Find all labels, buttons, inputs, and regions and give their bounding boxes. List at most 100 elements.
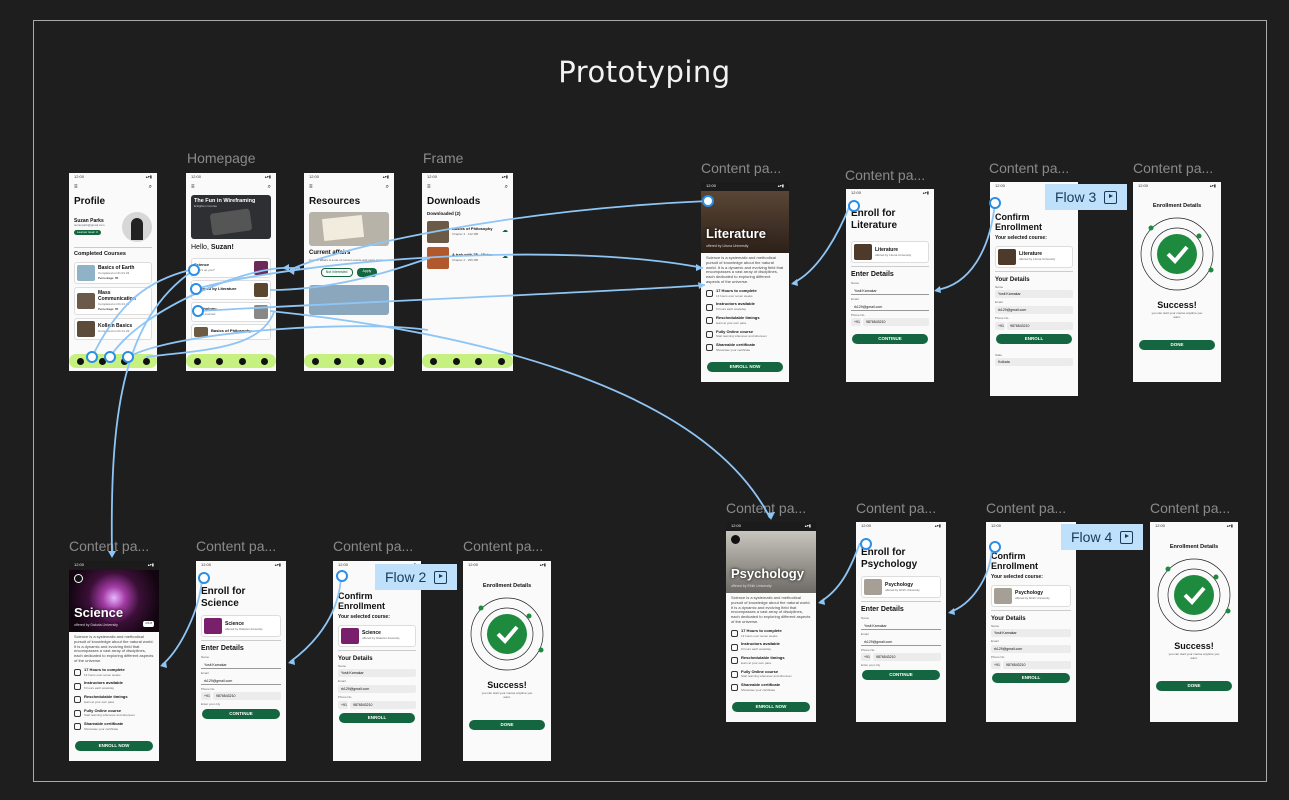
name-field: Yosit Karnakar — [995, 290, 1073, 299]
name-field[interactable]: Yosit Karnakar — [861, 622, 941, 630]
frame-label-content: Content pa... — [1133, 160, 1214, 176]
hotspot[interactable] — [989, 541, 1001, 553]
back-icon[interactable] — [74, 574, 83, 583]
home-icon[interactable] — [193, 357, 201, 365]
flow-label: Flow 4 — [1071, 529, 1113, 545]
email-field[interactable]: rk129@gmail.com — [861, 638, 941, 646]
psychology-content-screen: 12:00▴▾▮ Psychology offered by Elnih Uni… — [726, 522, 816, 722]
continue-button[interactable]: CONTINUE — [202, 708, 280, 719]
profile-icon[interactable] — [379, 357, 387, 365]
done-button[interactable]: DONE — [469, 719, 545, 730]
menu-icon[interactable]: ≡ — [427, 184, 431, 190]
frame-label-content: Content pa... — [986, 500, 1067, 516]
hotspot[interactable] — [198, 572, 210, 584]
done-button[interactable]: DONE — [1139, 339, 1215, 350]
hotspot[interactable] — [702, 195, 714, 207]
profile-icon[interactable] — [261, 357, 269, 365]
phone-code[interactable]: +91 — [861, 653, 871, 662]
explore-icon[interactable] — [98, 357, 106, 365]
search-icon[interactable]: ⌕ — [385, 184, 389, 190]
resources-title: Resources — [309, 196, 361, 208]
enroll-button[interactable]: ENROLL — [992, 672, 1070, 683]
name-field[interactable]: Yosit Karnakar — [201, 661, 281, 669]
enroll-button[interactable]: ENROLL — [996, 333, 1072, 344]
profile-icon[interactable] — [142, 357, 150, 365]
back-icon[interactable] — [731, 535, 740, 544]
hotspot[interactable] — [860, 538, 872, 550]
bottom-nav — [422, 354, 513, 368]
flow-badge[interactable]: Flow 3 — [1045, 184, 1128, 210]
download-icon[interactable] — [475, 357, 483, 365]
featured-banner[interactable]: The Fun in Wireframing Enlighten Course — [191, 195, 271, 240]
search-icon[interactable]: ⌕ — [148, 184, 152, 190]
state-field[interactable]: Kolkata — [995, 358, 1073, 367]
apply-button[interactable]: Apply — [356, 268, 378, 277]
phone-code[interactable]: +91 — [851, 318, 861, 327]
success-check-icon — [1157, 558, 1231, 631]
phone-field[interactable]: 9876543210 — [863, 318, 929, 327]
explore-icon[interactable] — [216, 357, 224, 365]
success-science-screen: 12:00▴▾▮ Enrollment Details Success! you… — [463, 561, 551, 761]
item-meta: Chapter 2 · 256 MB — [452, 258, 479, 263]
phone-field[interactable]: 9876543210 — [213, 692, 281, 701]
status-time: 12:00 — [731, 523, 742, 529]
not-interested-button[interactable]: Not interested — [320, 268, 353, 277]
email-field[interactable]: rk129@gmail.com — [851, 303, 929, 311]
menu-icon[interactable]: ≡ — [74, 184, 78, 190]
enroll-now-button[interactable]: ENROLL NOW — [732, 702, 810, 712]
enroll-now-button[interactable]: ENROLL NOW — [707, 362, 783, 372]
enroll-button[interactable]: ENROLL — [339, 712, 415, 723]
name-field[interactable]: Yosit Karnakar — [851, 287, 929, 295]
literature-content-screen: 12:00▴▾▮ Literature offered by Lituna Un… — [701, 182, 789, 382]
search-icon[interactable]: ⌕ — [267, 184, 271, 190]
download-icon[interactable] — [356, 357, 364, 365]
frame-label-frame: Frame — [423, 150, 464, 166]
continue-button[interactable]: CONTINUE — [852, 334, 928, 345]
search-icon[interactable]: ⌕ — [504, 184, 508, 190]
menu-icon[interactable]: ≡ — [309, 184, 313, 190]
home-icon[interactable] — [429, 357, 437, 365]
your-details-heading: Your Details — [338, 655, 373, 662]
hotspot[interactable] — [336, 570, 348, 582]
hotspot[interactable] — [192, 305, 204, 317]
explore-icon[interactable] — [334, 357, 342, 365]
status-time: 12:00 — [468, 562, 479, 568]
flow-badge[interactable]: Flow 2 — [375, 564, 458, 590]
enroll-now-button[interactable]: ENROLL NOW — [75, 741, 153, 751]
download-icon[interactable] — [238, 357, 246, 365]
hotspot[interactable] — [848, 200, 860, 212]
email-field[interactable]: rk129@gmail.com — [201, 677, 281, 685]
flow-badge[interactable]: Flow 4 — [1061, 524, 1144, 550]
home-icon[interactable] — [76, 357, 84, 365]
hotspot[interactable] — [122, 351, 134, 363]
greeting: Hello, Suzan! — [191, 244, 234, 252]
calendar-icon — [706, 317, 713, 325]
course-sub: Completed on 01.01.23 — [98, 271, 130, 276]
course-title: Science — [74, 605, 124, 621]
hourglass-icon — [731, 630, 738, 638]
home-icon[interactable] — [311, 357, 319, 365]
item-meta: Chapter 3 · 142 MB — [452, 232, 479, 237]
download-count: Downloaded (2) — [427, 210, 461, 216]
hotspot[interactable] — [188, 264, 200, 276]
hotspot[interactable] — [86, 351, 98, 363]
menu-icon[interactable]: ≡ — [191, 184, 195, 190]
phone-field[interactable]: 9876543210 — [873, 653, 941, 662]
status-time: 12:00 — [74, 174, 85, 180]
done-button[interactable]: DONE — [1156, 680, 1232, 691]
continue-button[interactable]: CONTINUE — [862, 669, 940, 680]
profile-icon[interactable] — [498, 357, 506, 365]
explore-icon[interactable] — [452, 357, 460, 365]
hotspot[interactable] — [190, 283, 202, 295]
page-title: Prototyping — [558, 55, 731, 89]
hotspot[interactable] — [104, 351, 116, 363]
phone-code[interactable]: +91 — [201, 692, 211, 701]
hotspot[interactable] — [989, 197, 1001, 209]
